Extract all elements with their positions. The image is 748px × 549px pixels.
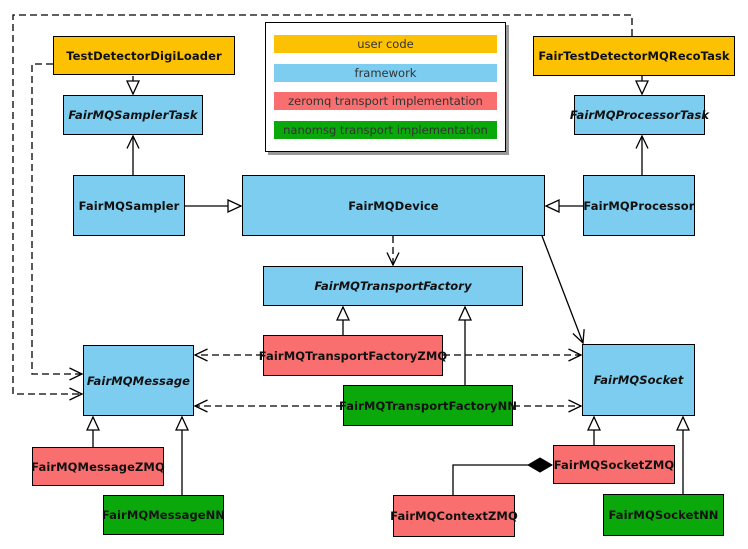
- node-fairmq-sampler-task: FairMQSamplerTask: [63, 95, 203, 135]
- node-fair-test-detector-mq-reco-task: FairTestDetectorMQRecoTask: [533, 36, 735, 76]
- node-fairmq-processor-task: FairMQProcessorTask: [570, 95, 709, 135]
- node-test-detector-digi-loader: TestDetectorDigiLoader: [53, 36, 235, 75]
- node-fairmq-context-zmq: FairMQContextZMQ: [390, 495, 518, 537]
- node-fairmq-message-nn: FairMQMessageNN: [101, 495, 226, 535]
- node-fairmq-socket-zmq: FairMQSocketZMQ: [553, 445, 675, 484]
- legend-item-nanomsg: nanomsg transport implementation: [274, 120, 497, 139]
- legend-label-framework: framework: [354, 65, 417, 80]
- node-fairmq-socket: FairMQSocket: [582, 344, 695, 416]
- node-label: FairMQMessageNN: [101, 508, 226, 522]
- node-fairmq-socket-nn: FairMQSocketNN: [603, 494, 724, 536]
- legend-label-nanomsg: nanomsg transport implementation: [283, 122, 488, 137]
- node-label: FairMQDevice: [348, 198, 439, 213]
- node-fairmq-message: FairMQMessage: [83, 345, 194, 416]
- node-label: FairMQMessage: [86, 373, 191, 388]
- node-label: FairMQContextZMQ: [390, 509, 518, 523]
- node-fairmq-processor: FairMQProcessor: [583, 175, 695, 236]
- legend-item-framework: framework: [274, 63, 497, 82]
- node-label: FairMQSocket: [593, 373, 684, 387]
- node-fairmq-sampler: FairMQSampler: [73, 175, 185, 236]
- legend-item-user-code: user code: [274, 35, 497, 53]
- node-label: FairMQProcessorTask: [569, 108, 710, 122]
- legend-item-zeromq: zeromq transport implementation: [274, 92, 497, 111]
- node-label: TestDetectorDigiLoader: [66, 48, 222, 63]
- node-label: FairMQSamplerTask: [68, 108, 198, 122]
- node-fairmq-transport-factory-nn: FairMQTransportFactoryNN: [339, 385, 517, 426]
- node-fairmq-transport-factory: FairMQTransportFactory: [263, 266, 523, 306]
- legend-label-zeromq: zeromq transport implementation: [288, 94, 483, 109]
- node-label: FairMQProcessor: [583, 198, 695, 213]
- node-label: FairMQSocketZMQ: [553, 457, 675, 472]
- node-label: FairTestDetectorMQRecoTask: [538, 49, 730, 63]
- node-label: FairMQTransportFactoryZMQ: [258, 348, 448, 363]
- node-fairmq-message-zmq: FairMQMessageZMQ: [31, 447, 165, 486]
- node-label: FairMQMessageZMQ: [31, 459, 165, 474]
- node-label: FairMQTransportFactoryNN: [338, 398, 518, 413]
- node-label: FairMQTransportFactory: [314, 279, 472, 293]
- edge-composition-contextzmq-socketzmq: [452, 457, 553, 495]
- edge-association-device-socket: [541, 235, 585, 345]
- node-fairmq-transport-factory-zmq: FairMQTransportFactoryZMQ: [259, 335, 447, 376]
- node-label: FairMQSocketNN: [608, 508, 719, 522]
- legend-label-user-code: user code: [357, 37, 414, 51]
- legend: user code framework zeromq transport imp…: [265, 22, 506, 152]
- node-fairmq-device: FairMQDevice: [242, 175, 545, 236]
- node-label: FairMQSampler: [78, 198, 180, 213]
